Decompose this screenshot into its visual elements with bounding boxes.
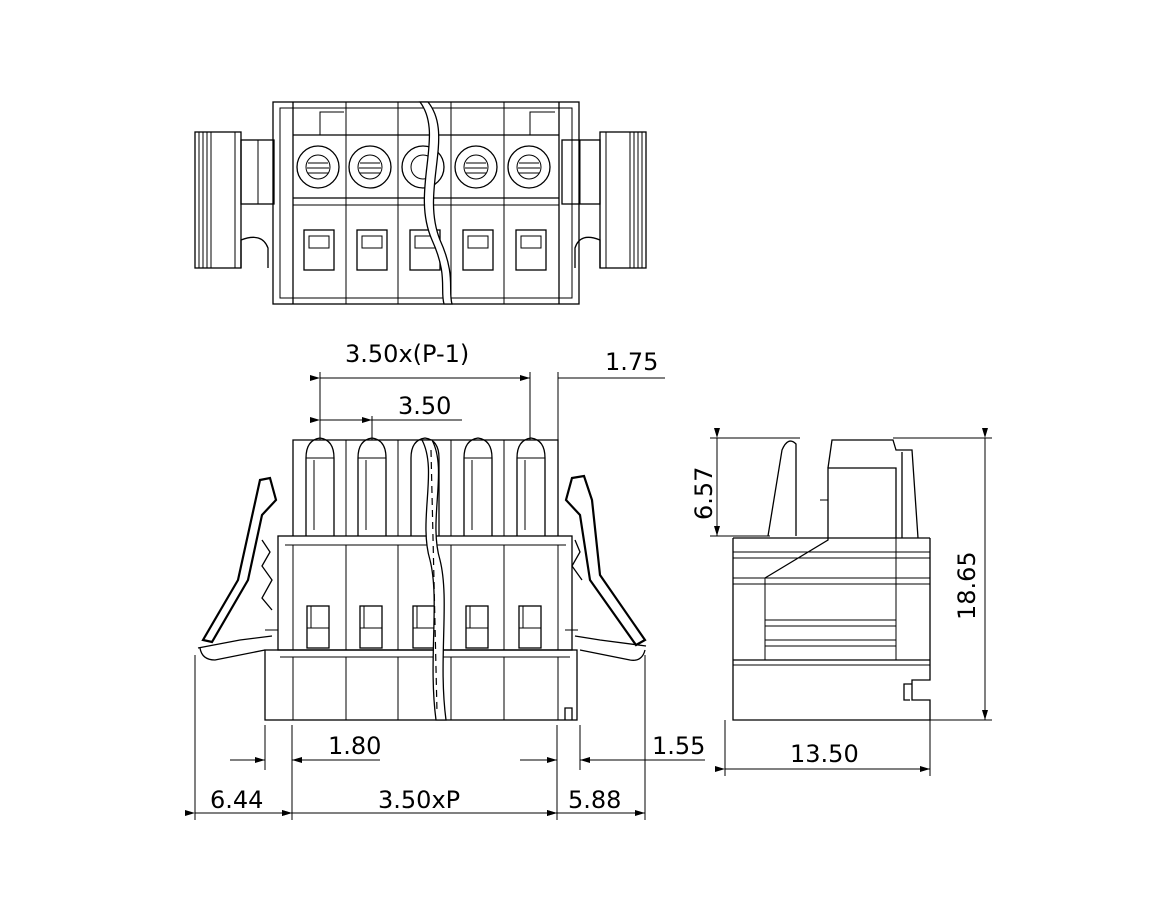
dim-flange-left: 6.44 — [210, 786, 263, 814]
top-view — [194, 101, 647, 305]
wire-entries-top — [303, 229, 547, 271]
screw-heads — [296, 145, 551, 189]
dim-depth: 13.50 — [790, 740, 859, 768]
dim-flange-right: 5.88 — [568, 786, 621, 814]
side-view — [732, 439, 931, 721]
right-flange-top — [561, 131, 647, 269]
break-line-front — [420, 439, 447, 721]
dim-edge-offset: 1.75 — [605, 348, 658, 376]
dim-height-total: 18.65 — [953, 551, 981, 620]
right-latch — [564, 474, 647, 661]
dim-inner-left: 1.80 — [328, 732, 381, 760]
dim-height-upper: 6.57 — [690, 467, 718, 520]
dim-inner-right: 1.55 — [652, 732, 705, 760]
break-line-top — [418, 101, 453, 305]
left-latch — [197, 476, 278, 661]
dimension-labels: 3.50x(P-1) 1.75 3.50 1.80 1.55 6.44 3.50… — [210, 340, 981, 814]
windows — [306, 605, 542, 649]
dimension-lines — [185, 372, 992, 820]
left-flange-top — [194, 131, 275, 269]
dim-pitch: 3.50 — [398, 392, 451, 420]
dim-body-width: 3.50xP — [378, 786, 460, 814]
front-view — [197, 437, 647, 721]
dim-pitch-total: 3.50x(P-1) — [345, 340, 469, 368]
